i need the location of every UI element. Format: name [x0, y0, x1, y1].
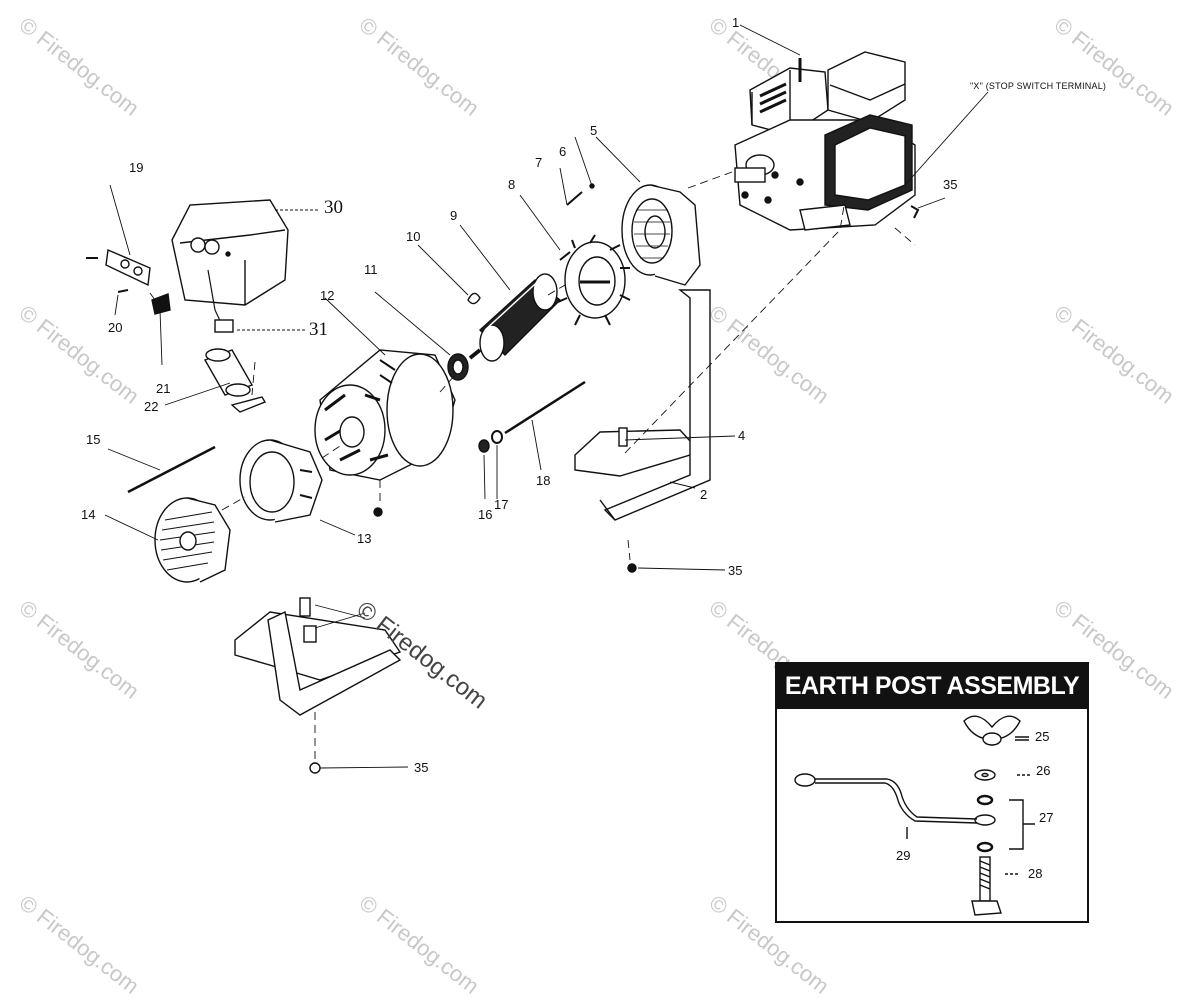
- frame-part-2: [574, 289, 711, 521]
- callout-10: 10: [406, 229, 421, 244]
- lockwasher-part-27: [976, 794, 994, 806]
- callout-20: 20: [108, 320, 123, 335]
- callout-4: 4: [738, 428, 746, 443]
- callout-25: 25: [1035, 729, 1050, 744]
- bearing-part-11: [447, 353, 469, 381]
- washer-part-16: [478, 439, 490, 453]
- callout-35-engine: 35: [943, 177, 958, 192]
- inset-title: EARTH POST ASSEMBLY: [777, 664, 1087, 709]
- callout-18: 18: [536, 473, 551, 488]
- callout-15: 15: [86, 432, 101, 447]
- callout-28: 28: [1028, 866, 1043, 881]
- rotor-part-9: [468, 273, 562, 362]
- frame-lower-left: [234, 597, 402, 716]
- washer-part-26: [974, 769, 996, 781]
- bolt-part-28: [971, 856, 1019, 916]
- engine-part-1: [734, 51, 916, 231]
- through-bolt-part-18: [504, 380, 586, 435]
- through-bolt-part-15: [127, 445, 216, 494]
- callout-13: 13: [357, 531, 372, 546]
- fan-part-8: [557, 234, 631, 326]
- capacitor-part-22: [203, 348, 267, 413]
- callout-1: 1: [732, 15, 740, 30]
- grille-cover-part-14: [154, 497, 231, 583]
- callout-11: 11: [364, 262, 378, 277]
- callout-30: 30: [324, 197, 343, 218]
- stop-switch-terminal-note: "X" (STOP SWITCH TERMINAL): [970, 81, 1107, 91]
- callout-16: 16: [478, 507, 493, 522]
- callout-8: 8: [508, 177, 516, 192]
- callout-35-frame: 35: [728, 563, 743, 578]
- callout-29: 29: [896, 848, 911, 863]
- fan-housing-part-5: [621, 184, 701, 286]
- switch-part-21: [151, 293, 171, 315]
- callout-22: 22: [144, 399, 159, 414]
- nut-engine: [910, 205, 920, 219]
- callout-35-lower: 35: [414, 760, 429, 775]
- callout-17: 17: [494, 497, 509, 512]
- control-box-part-30: [171, 199, 289, 333]
- callout-31: 31: [309, 319, 328, 340]
- callout-5: 5: [590, 123, 598, 138]
- callout-6: 6: [559, 144, 567, 159]
- callout-9: 9: [450, 208, 458, 223]
- washer-part-17: [491, 430, 503, 444]
- callout-26: 26: [1036, 763, 1051, 778]
- callout-27: 27: [1039, 810, 1054, 825]
- nut-part-35: [627, 563, 637, 573]
- earth-strap-part-29: [794, 773, 978, 839]
- receptacle-part-19: [86, 248, 151, 287]
- earth-post-assembly-inset: EARTH POST ASSEMBLY: [775, 662, 1089, 923]
- clip-part-10: [467, 292, 481, 305]
- stator-housing-part-12: [314, 349, 456, 481]
- callout-14: 14: [81, 507, 96, 522]
- nut-lower: [309, 762, 321, 774]
- callout-2: 2: [700, 487, 708, 502]
- stud-part-4: [618, 427, 628, 447]
- nut-rear: [373, 507, 383, 517]
- callout-7: 7: [535, 155, 543, 170]
- screw-part-20: [117, 289, 129, 293]
- end-cap-part-13: [239, 439, 323, 523]
- callout-12: 12: [320, 288, 335, 303]
- earth-post-drawing: [794, 715, 1035, 916]
- screw-part-7: [566, 191, 583, 206]
- callout-19: 19: [129, 160, 144, 175]
- wing-nut-part-25: [963, 715, 1029, 746]
- callout-21: 21: [156, 381, 171, 396]
